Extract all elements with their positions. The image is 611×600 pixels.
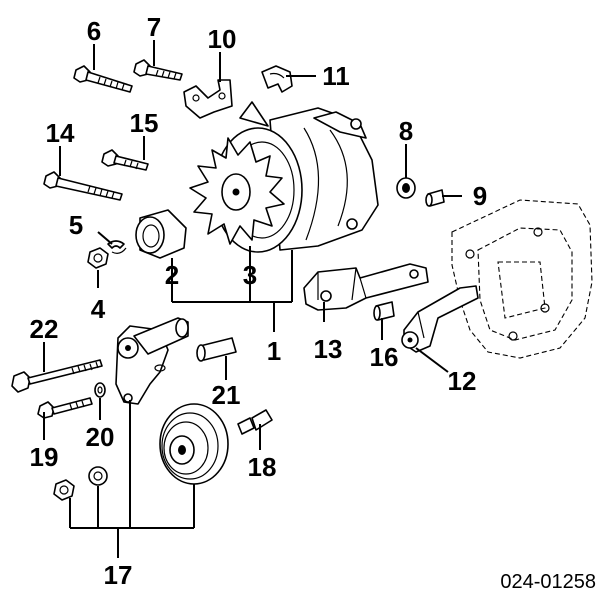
callout-5: 5 — [69, 210, 83, 240]
washer-8 — [396, 177, 416, 199]
callout-9: 9 — [473, 181, 487, 211]
pulley-collar — [135, 209, 187, 259]
idler-pulley-17 — [159, 403, 229, 485]
washer-20 — [94, 382, 106, 398]
alternator-fan — [189, 137, 285, 245]
clamp-11 — [261, 65, 293, 93]
bolt-14 — [43, 171, 123, 201]
bolt-7 — [133, 59, 183, 81]
diagram-reference-number: 024-01258 — [500, 571, 596, 593]
bracket-10 — [183, 79, 233, 119]
callout-18: 18 — [248, 452, 277, 482]
nut-17 — [53, 479, 75, 501]
nut-4 — [87, 247, 109, 269]
callout-19: 19 — [30, 442, 59, 472]
callout-14: 14 — [46, 118, 75, 148]
bolt-18 — [237, 409, 273, 435]
callout-17: 17 — [104, 560, 133, 590]
callout-16: 16 — [370, 342, 399, 372]
engine-block-outline — [451, 199, 593, 359]
idler-bracket-17 — [115, 317, 189, 405]
dowel-pin-9 — [425, 189, 445, 207]
callout-7: 7 — [147, 12, 161, 42]
bolt-19 — [37, 397, 93, 419]
bolt-22 — [11, 359, 103, 393]
spacer-sleeve-21 — [196, 337, 237, 362]
callout-21: 21 — [212, 380, 241, 410]
callout-8: 8 — [399, 116, 413, 146]
stud-16 — [373, 301, 395, 321]
callout-2: 2 — [165, 260, 179, 290]
washer-17 — [88, 466, 108, 486]
callout-labels: 6 7 10 11 14 15 8 9 5 4 2 3 1 13 16 12 2… — [30, 12, 488, 590]
callout-6: 6 — [87, 16, 101, 46]
callout-22: 22 — [30, 314, 59, 344]
callout-13: 13 — [314, 334, 343, 364]
bolt-6 — [73, 65, 133, 93]
callout-10: 10 — [208, 24, 237, 54]
adjusting-bracket-13 — [303, 263, 429, 311]
callout-11: 11 — [322, 61, 350, 91]
callout-15: 15 — [130, 108, 159, 138]
leader-lines — [43, 40, 462, 558]
callout-12: 12 — [448, 366, 477, 396]
callout-4: 4 — [91, 294, 106, 324]
callout-1: 1 — [267, 336, 281, 366]
support-bracket-12 — [401, 285, 479, 353]
bolt-15 — [101, 149, 149, 171]
callout-3: 3 — [243, 260, 257, 290]
callout-20: 20 — [86, 422, 115, 452]
